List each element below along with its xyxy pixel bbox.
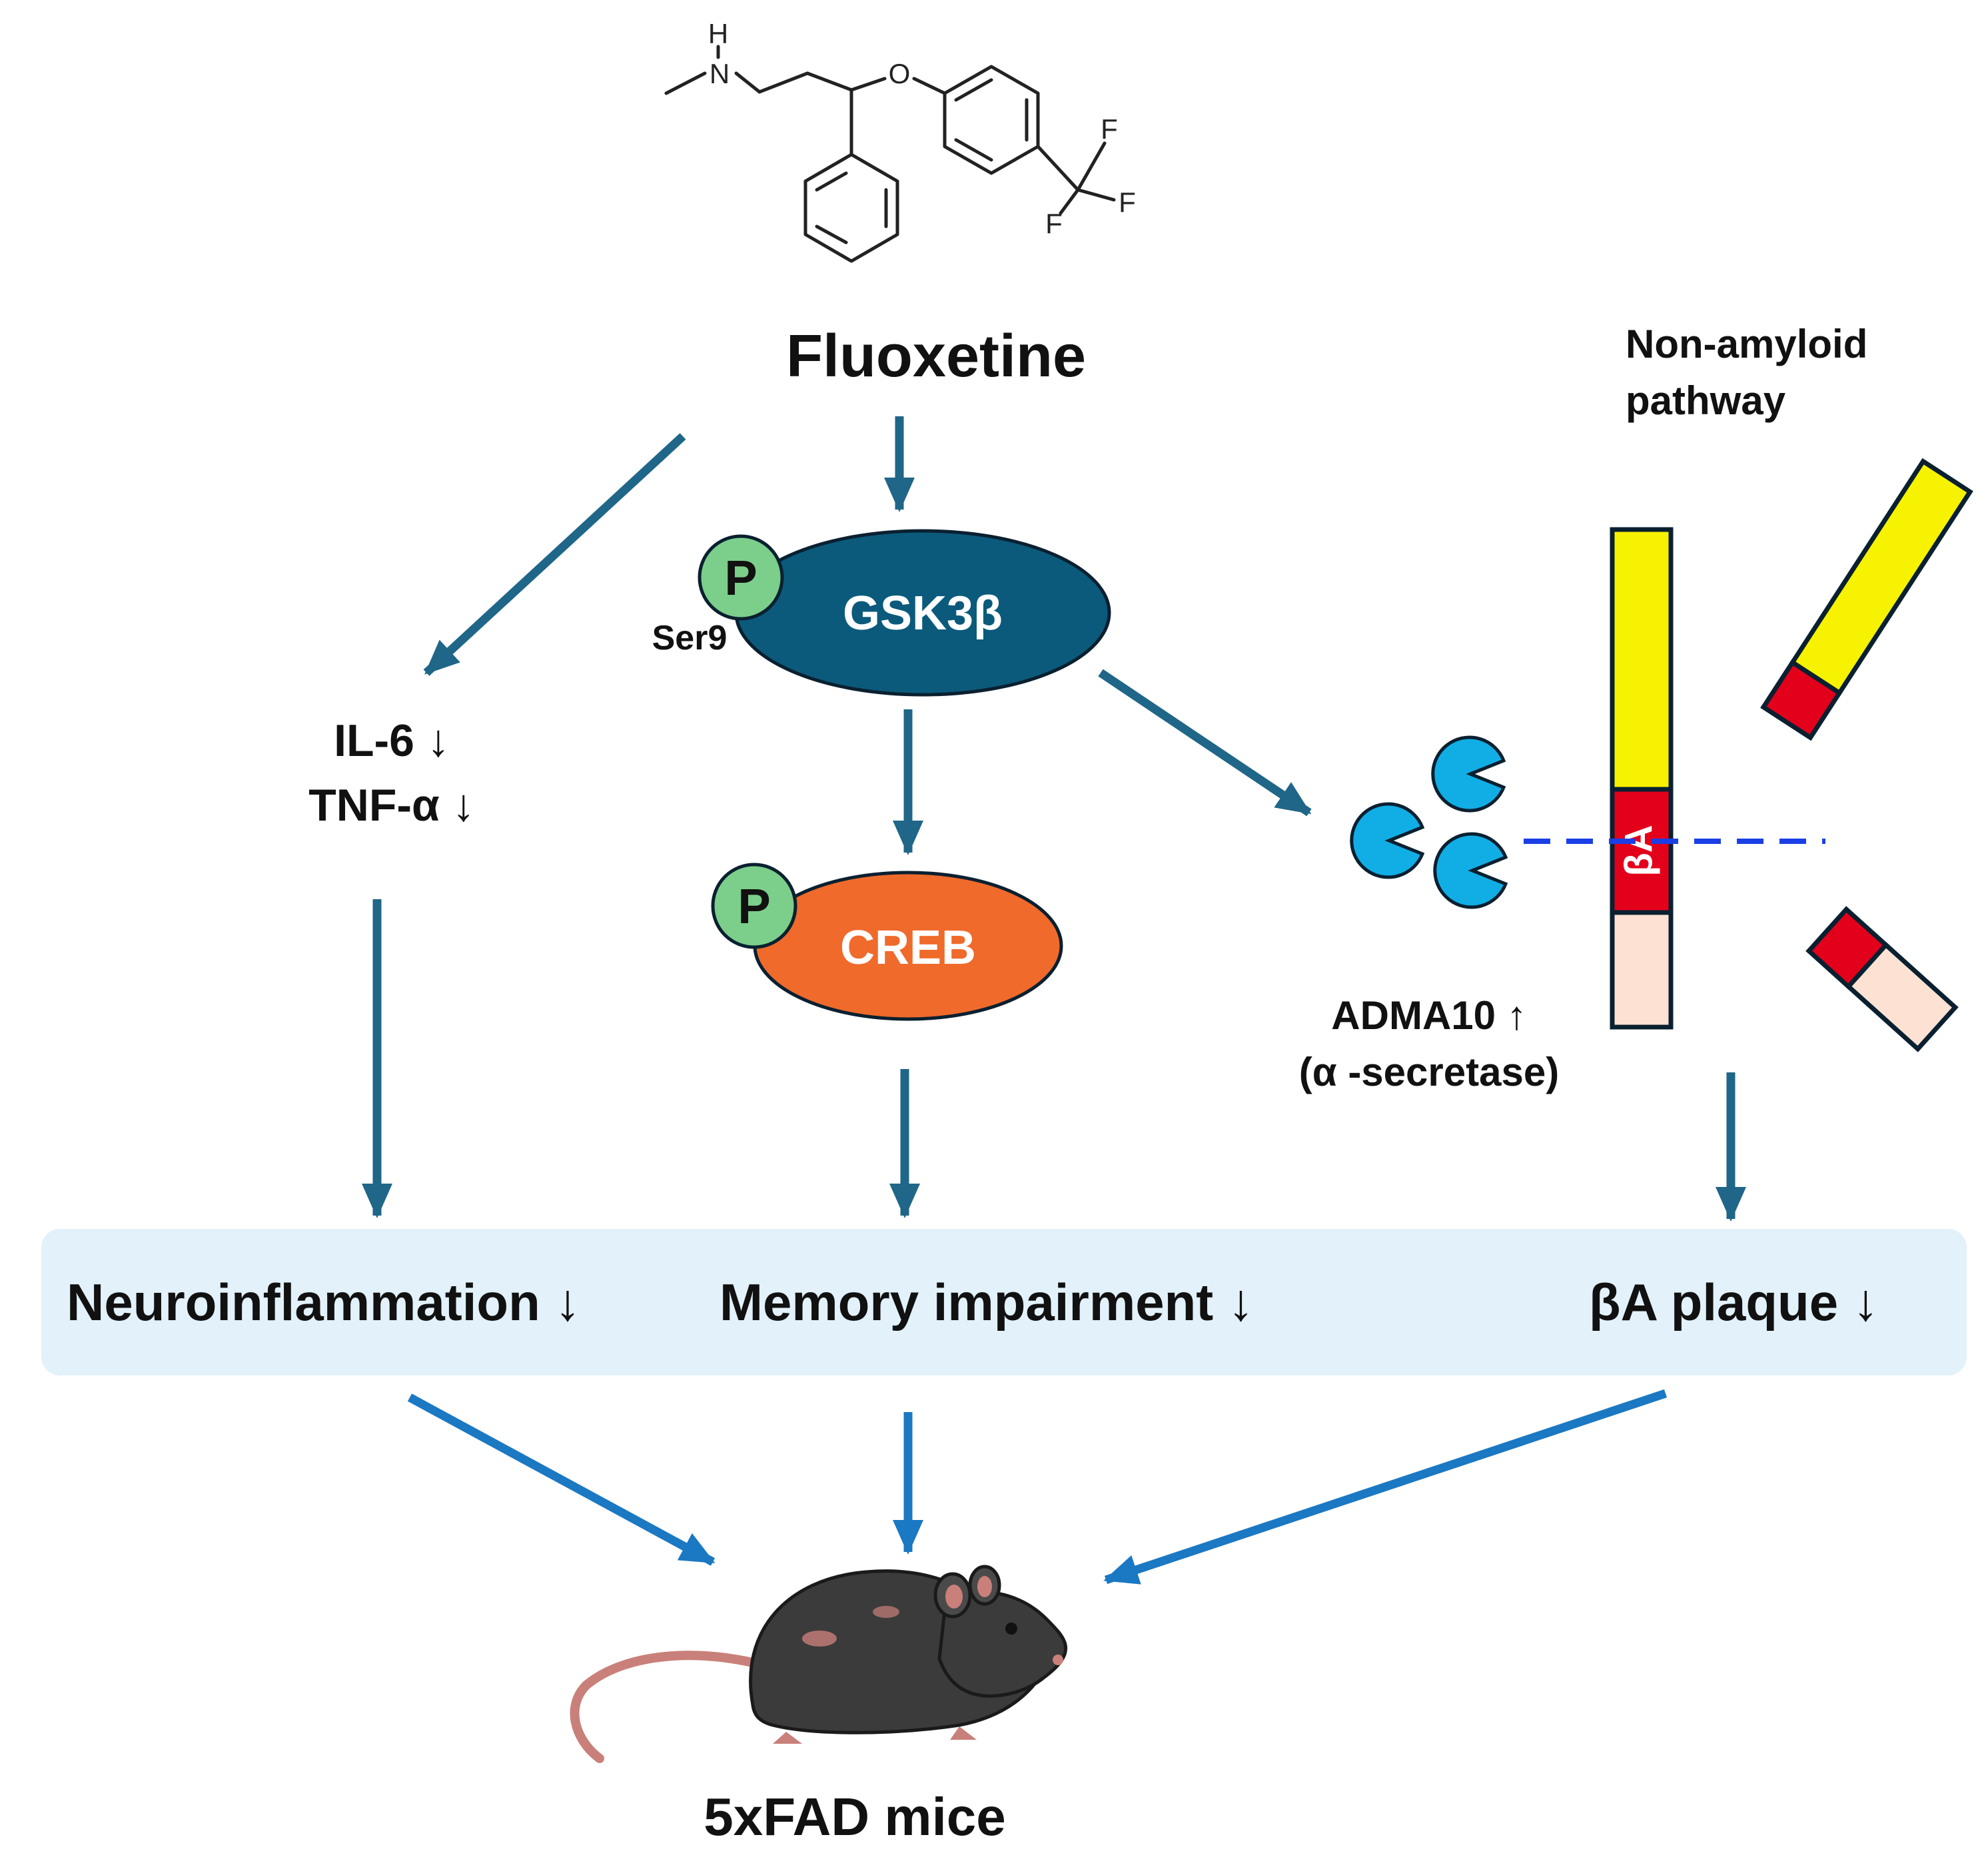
enzyme-icon xyxy=(1431,735,1506,813)
pathway-title-line1: Non-amyloid xyxy=(1626,322,1867,366)
gsk-phospho-badge: P xyxy=(698,534,784,621)
outcome-arrows xyxy=(407,1389,1668,1585)
mouse-icon xyxy=(570,1565,1067,1763)
tnf-alpha-label: TNF-α ↓ xyxy=(308,780,475,831)
gsk-phospho-label: P xyxy=(724,550,757,605)
outcome-memory-impairment: Memory impairment ↓ xyxy=(720,1273,1254,1331)
fluoxetine-structure-icon xyxy=(664,45,1116,263)
outcome-ba-plaque: βA plaque ↓ xyxy=(1589,1273,1879,1331)
enzyme-icon xyxy=(1433,832,1508,909)
drug-title: Fluoxetine xyxy=(786,323,1086,390)
ba-segment-label: βA xyxy=(1617,825,1660,876)
creb-label: CREB xyxy=(840,921,976,974)
arrow-fluoxetine-to-cytokines xyxy=(423,433,686,676)
atom-f3: F xyxy=(1045,208,1063,239)
cleaved-fragment-lower xyxy=(1805,906,1959,1052)
structure-atom-labels: H N O F F F xyxy=(708,18,1136,239)
gsk3b-node: GSK3β xyxy=(734,529,1111,697)
ser9-label: Ser9 xyxy=(652,619,728,657)
creb-phospho-label: P xyxy=(738,879,770,934)
secretase-enzyme-icons xyxy=(1350,735,1508,909)
alpha-secretase-label: (α -secretase) xyxy=(1299,1050,1559,1094)
arrow-neuroinflammation-to-mice xyxy=(407,1393,716,1566)
pathway-arrows xyxy=(362,416,1746,1222)
pathway-title-line2: pathway xyxy=(1626,378,1786,423)
creb-node: CREB xyxy=(753,871,1063,1021)
cleaved-fragment-upper xyxy=(1760,458,1973,741)
app-protein-bar xyxy=(1610,527,1674,1030)
creb-phospho-badge: P xyxy=(711,863,797,949)
arrow-gsk-to-secretase xyxy=(1098,669,1312,817)
adam10-label: ADMA10 ↑ xyxy=(1331,993,1526,1038)
enzyme-icon xyxy=(1350,802,1425,879)
outcome-neuroinflammation: Neuroinflammation ↓ xyxy=(67,1273,580,1331)
atom-h: H xyxy=(708,18,728,49)
atom-f1: F xyxy=(1101,113,1118,145)
atom-n: N xyxy=(710,58,730,89)
outcomes-band xyxy=(41,1229,1967,1375)
atom-f2: F xyxy=(1119,187,1136,218)
mouse-model-label: 5xFAD mice xyxy=(704,1787,1006,1846)
arrow-plaque-to-mice xyxy=(1103,1389,1668,1585)
gsk3b-label: GSK3β xyxy=(843,587,1003,640)
atom-o: O xyxy=(889,58,911,89)
il6-label: IL-6 ↓ xyxy=(334,715,450,766)
